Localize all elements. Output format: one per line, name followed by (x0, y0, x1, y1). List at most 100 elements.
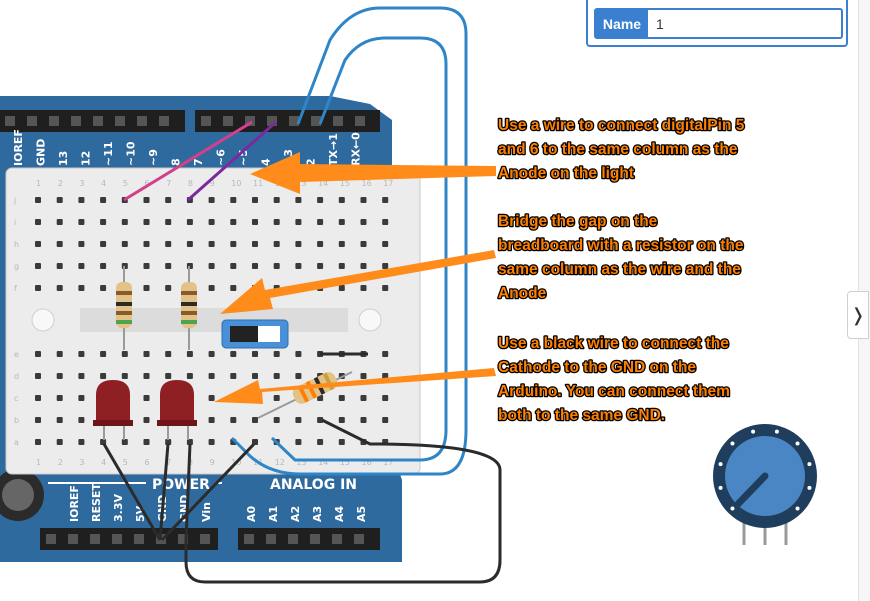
breadboard-hole[interactable] (252, 219, 258, 225)
breadboard-hole[interactable] (382, 395, 389, 401)
breadboard-hole[interactable] (35, 439, 41, 445)
breadboard-hole[interactable] (143, 263, 150, 269)
breadboard-hole[interactable] (295, 439, 302, 445)
breadboard-hole[interactable] (338, 285, 345, 291)
breadboard-hole[interactable] (382, 285, 389, 291)
breadboard-hole[interactable] (78, 219, 85, 225)
black-wires[interactable] (102, 418, 502, 584)
breadboard-hole[interactable] (56, 439, 63, 445)
breadboard-hole[interactable] (78, 417, 85, 423)
breadboard-hole[interactable] (338, 263, 345, 269)
breadboard-hole[interactable] (382, 241, 389, 247)
breadboard-hole[interactable] (382, 417, 389, 423)
breadboard-hole[interactable] (100, 351, 107, 357)
breadboard-hole[interactable] (121, 241, 128, 247)
breadboard-hole[interactable] (35, 197, 41, 203)
breadboard-hole[interactable] (338, 241, 345, 247)
breadboard-hole[interactable] (208, 417, 215, 423)
breadboard-hole[interactable] (186, 439, 193, 445)
breadboard-hole[interactable] (208, 263, 215, 269)
breadboard-hole[interactable] (295, 241, 302, 247)
breadboard-hole[interactable] (230, 417, 237, 423)
breadboard-hole[interactable] (165, 285, 172, 291)
breadboard-hole[interactable] (78, 241, 85, 247)
breadboard-hole[interactable] (360, 197, 367, 203)
breadboard-hole[interactable] (56, 241, 63, 247)
breadboard-hole[interactable] (35, 417, 41, 423)
led-2[interactable] (157, 380, 197, 440)
breadboard-hole[interactable] (252, 351, 258, 357)
breadboard-hole[interactable] (295, 417, 302, 423)
breadboard-hole[interactable] (100, 373, 107, 379)
breadboard-hole[interactable] (230, 241, 237, 247)
breadboard-hole[interactable] (295, 219, 302, 225)
breadboard-hole[interactable] (338, 395, 345, 401)
breadboard-hole[interactable] (56, 263, 63, 269)
breadboard-hole[interactable] (273, 241, 280, 247)
breadboard-hole[interactable] (35, 351, 41, 357)
breadboard-hole[interactable] (230, 351, 237, 357)
breadboard-hole[interactable] (143, 417, 150, 423)
name-field[interactable]: Name 1 (594, 8, 843, 39)
breadboard-hole[interactable] (382, 219, 389, 225)
breadboard-hole[interactable] (230, 263, 237, 269)
breadboard-hole[interactable] (317, 395, 324, 401)
breadboard-hole[interactable] (273, 351, 280, 357)
breadboard-hole[interactable] (165, 439, 172, 445)
breadboard-hole[interactable] (317, 439, 324, 445)
breadboard-hole[interactable] (360, 373, 367, 379)
breadboard-hole[interactable] (273, 263, 280, 269)
breadboard-hole[interactable] (252, 241, 258, 247)
breadboard-hole[interactable] (208, 373, 215, 379)
breadboard-hole[interactable] (252, 373, 258, 379)
breadboard-hole[interactable] (78, 351, 85, 357)
chevron-right-icon[interactable]: ❭ (847, 291, 869, 339)
breadboard-hole[interactable] (338, 439, 345, 445)
breadboard-hole[interactable] (230, 285, 237, 291)
breadboard-hole[interactable] (317, 197, 324, 203)
breadboard-hole[interactable] (295, 197, 302, 203)
breadboard-hole[interactable] (360, 285, 367, 291)
breadboard-hole[interactable] (208, 395, 215, 401)
breadboard-hole[interactable] (143, 285, 150, 291)
breadboard-hole[interactable] (360, 241, 367, 247)
breadboard-hole[interactable] (317, 219, 324, 225)
breadboard-hole[interactable] (208, 351, 215, 357)
blue-wires[interactable] (230, 6, 468, 476)
breadboard-hole[interactable] (78, 263, 85, 269)
breadboard-hole[interactable] (295, 373, 302, 379)
breadboard-hole[interactable] (165, 241, 172, 247)
breadboard-hole[interactable] (186, 373, 193, 379)
resistor-2[interactable] (181, 266, 197, 350)
breadboard-hole[interactable] (186, 241, 193, 247)
breadboard-hole[interactable] (208, 285, 215, 291)
breadboard-hole[interactable] (230, 219, 237, 225)
breadboard-hole[interactable] (143, 395, 150, 401)
breadboard-hole[interactable] (35, 263, 41, 269)
breadboard-hole[interactable] (338, 219, 345, 225)
breadboard-hole[interactable] (56, 417, 63, 423)
breadboard-hole[interactable] (56, 197, 63, 203)
led-1[interactable] (93, 380, 133, 440)
breadboard-hole[interactable] (100, 439, 107, 445)
breadboard-hole[interactable] (338, 197, 345, 203)
breadboard-hole[interactable] (35, 285, 41, 291)
breadboard-hole[interactable] (100, 197, 107, 203)
breadboard-hole[interactable] (186, 351, 193, 357)
breadboard-hole[interactable] (165, 219, 172, 225)
breadboard-hole[interactable] (360, 417, 367, 423)
breadboard-hole[interactable] (208, 241, 215, 247)
breadboard[interactable]: 1122334455667788991010111112121313141415… (5, 167, 421, 475)
breadboard-hole[interactable] (78, 373, 85, 379)
breadboard-hole[interactable] (382, 197, 389, 203)
breadboard-hole[interactable] (143, 351, 150, 357)
breadboard-hole[interactable] (208, 439, 215, 445)
breadboard-hole[interactable] (273, 417, 280, 423)
breadboard-hole[interactable] (273, 395, 280, 401)
name-value[interactable]: 1 (656, 15, 664, 32)
breadboard-hole[interactable] (56, 219, 63, 225)
breadboard-hole[interactable] (165, 263, 172, 269)
breadboard-hole[interactable] (121, 219, 128, 225)
breadboard-hole[interactable] (56, 351, 63, 357)
